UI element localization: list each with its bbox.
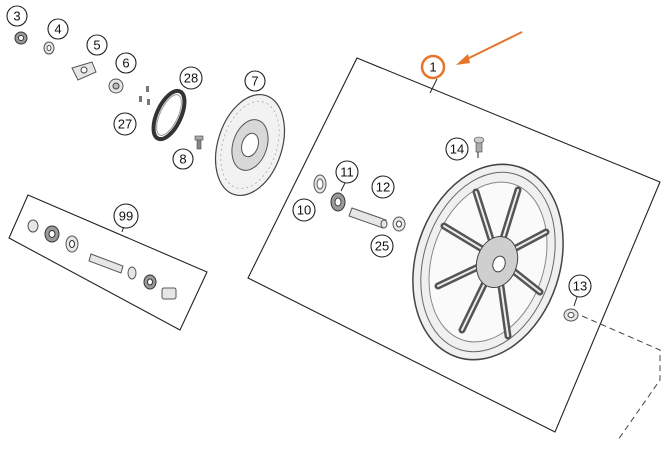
screw-part-8	[194, 135, 204, 150]
callout-11: 11	[335, 160, 359, 184]
spacer-tube-part-12	[348, 207, 388, 229]
svg-text:7: 7	[251, 74, 258, 89]
axle-dashed-line	[572, 311, 661, 441]
svg-text:28: 28	[184, 71, 198, 86]
brake-disc-part-7	[214, 93, 286, 197]
callout-5: 5	[86, 34, 108, 56]
svg-text:27: 27	[118, 117, 132, 132]
washer-part-4	[43, 41, 55, 55]
spacer-kit-parts	[27, 219, 177, 300]
callout-8: 8	[172, 148, 194, 170]
callout-14: 14	[445, 137, 469, 161]
callout-10: 10	[292, 198, 316, 222]
svg-text:3: 3	[13, 9, 20, 24]
callout-28: 28	[179, 66, 203, 90]
callout-1-highlighted: 1	[420, 54, 446, 80]
adapter-part-5	[71, 61, 97, 81]
highlight-arrow	[456, 31, 523, 65]
bearing-part-6	[108, 78, 124, 94]
valve-part-14	[473, 136, 485, 153]
svg-text:25: 25	[375, 239, 389, 254]
svg-text:4: 4	[54, 22, 61, 37]
spacer-kit-frame	[8, 194, 208, 331]
callout-4: 4	[47, 18, 69, 40]
svg-text:10: 10	[297, 203, 311, 218]
svg-text:99: 99	[119, 209, 133, 224]
svg-text:13: 13	[573, 279, 587, 294]
callout-25: 25	[370, 234, 394, 258]
callout-3: 3	[6, 5, 28, 27]
screws-part-27	[139, 86, 150, 105]
sensor-ring-part-28	[151, 88, 187, 142]
callout-13: 13	[568, 274, 592, 298]
bearing-part-11	[330, 192, 346, 212]
svg-text:11: 11	[340, 165, 354, 180]
callout-7: 7	[244, 70, 266, 92]
wheel-rim-part-1	[412, 163, 564, 361]
nut-part-3	[14, 31, 28, 45]
callout-27: 27	[113, 112, 137, 136]
callout-6: 6	[115, 52, 137, 74]
svg-text:12: 12	[376, 180, 390, 195]
bearing-part-25	[392, 216, 406, 232]
svg-text:14: 14	[450, 142, 464, 157]
wheel-assembly-frame	[247, 57, 661, 433]
seal-part-10	[313, 174, 327, 194]
svg-text:5: 5	[93, 38, 100, 53]
svg-text:1: 1	[429, 60, 436, 75]
callout-99: 99	[113, 203, 139, 229]
svg-text:8: 8	[179, 152, 186, 167]
spacer-part-13	[563, 308, 579, 322]
callout-12: 12	[371, 175, 395, 199]
svg-text:6: 6	[122, 56, 129, 71]
